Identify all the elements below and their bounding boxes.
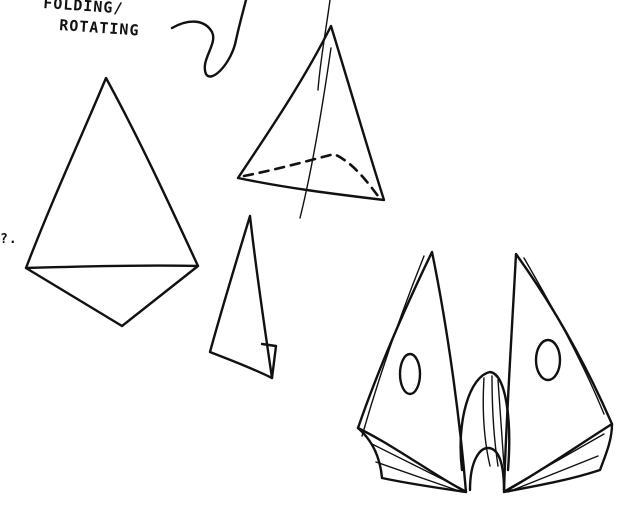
- squiggle-arrow: [172, 0, 330, 90]
- folded-triangle: [210, 216, 276, 378]
- folded-model: [358, 252, 612, 492]
- rotating-cone: [238, 26, 384, 218]
- kite-shape: [26, 78, 198, 326]
